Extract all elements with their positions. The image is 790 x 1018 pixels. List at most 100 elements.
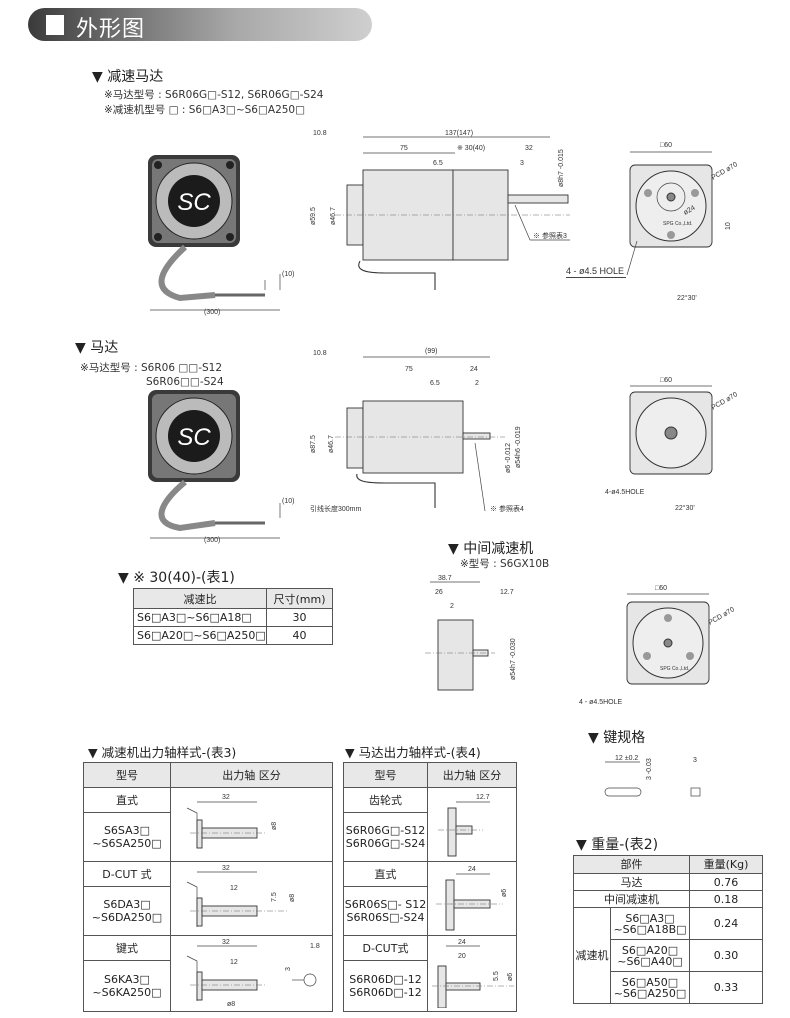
col-header: 出力轴 区分 bbox=[427, 762, 517, 788]
dim: ø8 bbox=[289, 894, 296, 902]
dim: 75 bbox=[400, 145, 408, 152]
model: S6□A50□ bbox=[621, 975, 679, 989]
square-icon bbox=[46, 15, 64, 35]
dim: 32 bbox=[525, 145, 533, 152]
dim: 12.7 bbox=[476, 794, 490, 801]
part: 马达 bbox=[573, 873, 690, 891]
weight: 0.76 bbox=[689, 873, 763, 891]
dim: 3 bbox=[693, 757, 697, 764]
dim: PCD ø70 bbox=[708, 606, 737, 627]
logo: SC bbox=[177, 189, 211, 216]
dim: 38.7 bbox=[438, 575, 452, 582]
geared-motor-notes: ※马达型号 : S6R06G□-S12, S6R06G□-S24 ※减速机型号 … bbox=[104, 88, 323, 118]
cell: S6□A3□~S6□A18□ bbox=[133, 608, 267, 627]
dim: 22°30' bbox=[675, 504, 695, 512]
shaft-type: 直式 bbox=[83, 787, 171, 813]
note-motor-model: ※马达型号 : S6R06G□-S12, S6R06G□-S24 bbox=[104, 89, 324, 101]
model: S6DA3□ bbox=[103, 897, 151, 911]
intermediate-front-view: □60 SPG Co.,Ltd. PCD ø70 4 - ø4.5HOLE bbox=[579, 585, 737, 706]
table-row: S6□A3□~S6□A18□30 bbox=[133, 608, 333, 627]
shaft-type: D-CUT式 bbox=[343, 935, 428, 961]
intermediate-side-view: 38.7 26 12.7 2 ø54h7 -0.030 bbox=[425, 575, 517, 691]
table2-heading: ▼ 重量-(表2) bbox=[576, 837, 659, 853]
model-cell: S6DA3□~S6DA250□ bbox=[83, 885, 171, 937]
nameplate-text: SPG Co.,Ltd. bbox=[663, 221, 692, 227]
dim-lead-strip: (10) bbox=[282, 498, 294, 505]
heading-text: 减速机出力轴样式-(表3) bbox=[101, 745, 237, 760]
dim-lead-strip: (10) bbox=[282, 271, 294, 278]
weight: 0.33 bbox=[689, 971, 763, 1004]
dim: PCD ø70 bbox=[711, 161, 740, 182]
dim: 32 bbox=[222, 865, 230, 872]
shaft-type: 键式 bbox=[83, 935, 171, 961]
dim: 10.8 bbox=[313, 350, 327, 357]
dim: 5.5 bbox=[493, 971, 500, 981]
dim: PCD ø70 bbox=[711, 391, 740, 412]
model: S6R06D□-12 bbox=[349, 972, 422, 986]
dim: 引线长度300mm bbox=[310, 504, 362, 513]
section-header: 外形图 bbox=[28, 8, 372, 42]
model-cell: S6KA3□~S6KA250□ bbox=[83, 959, 171, 1013]
dim: ø46.7 bbox=[328, 435, 335, 453]
dim: 3 bbox=[520, 160, 524, 167]
dim: 12 ±0.2 bbox=[615, 755, 638, 762]
table1-heading: ▼ ※ 30(40)-(表1) bbox=[118, 570, 235, 586]
dim: □60 bbox=[660, 377, 672, 384]
dim: 12.7 bbox=[500, 589, 514, 596]
dim: 137(147) bbox=[445, 130, 473, 137]
model: S6□A20□ bbox=[621, 943, 679, 957]
model: S6R06G□-S12 bbox=[345, 823, 426, 837]
dim: 4-ø4.5HOLE bbox=[605, 489, 645, 496]
model: S6R06D□-12 bbox=[349, 985, 422, 999]
model: ~S6□A250□ bbox=[613, 986, 687, 1000]
dim: ø46.7 bbox=[330, 207, 337, 225]
table1: 减速比尺寸(mm) S6□A3□~S6□A18□30 S6□A20□~S6□A2… bbox=[133, 588, 333, 645]
heading-text: 中间减速机 bbox=[463, 541, 534, 557]
group-label: 减速机 bbox=[573, 907, 611, 1004]
dim: 2 bbox=[450, 603, 454, 610]
geared-motor-front-view: □60 SPG Co.,Ltd. PCD ø70 ø24 10 22°30' bbox=[626, 142, 740, 302]
cell: S6□A20□~S6□A250□ bbox=[133, 626, 267, 645]
dim: ø6 -0.012 bbox=[505, 443, 512, 473]
dim: 4 - ø4.5HOLE bbox=[579, 699, 623, 706]
dim: 22°30' bbox=[677, 294, 697, 302]
model: ~S6□A40□ bbox=[617, 954, 683, 968]
dim: 75 bbox=[405, 366, 413, 373]
geared-motor-side-view: 10.8 137(147) 75 ※ 30(40) 32 6.5 3 ø59.5… bbox=[310, 130, 570, 290]
model: ~S6KA250□ bbox=[92, 985, 162, 999]
dim: 6.5 bbox=[430, 380, 440, 387]
dim: 10.8 bbox=[313, 130, 327, 137]
col-header: 尺寸(mm) bbox=[266, 588, 333, 609]
dim: ø6 bbox=[507, 973, 514, 981]
dim: □60 bbox=[655, 585, 667, 592]
weight: 0.24 bbox=[689, 907, 763, 940]
dim: ø8h7 -0.015 bbox=[558, 149, 565, 187]
dim: 1.8 bbox=[310, 943, 320, 950]
dim: 7.5 bbox=[271, 892, 278, 902]
motor-photo: SC (10) (300) bbox=[148, 390, 294, 544]
col-header: 出力轴 区分 bbox=[170, 762, 333, 788]
geared-motor-photo: SC (10) (300) bbox=[148, 155, 294, 316]
cell: 40 bbox=[266, 626, 333, 645]
note-motor-model-2: S6R06□□-S24 bbox=[146, 376, 224, 388]
dim-lead-length: (300) bbox=[204, 537, 220, 544]
table-row: S6□A20□~S6□A40□0.30 bbox=[574, 939, 763, 972]
col-header: 部件 bbox=[573, 855, 690, 874]
dim-lead-length: (300) bbox=[204, 309, 220, 316]
heading-text: 马达 bbox=[90, 340, 119, 356]
